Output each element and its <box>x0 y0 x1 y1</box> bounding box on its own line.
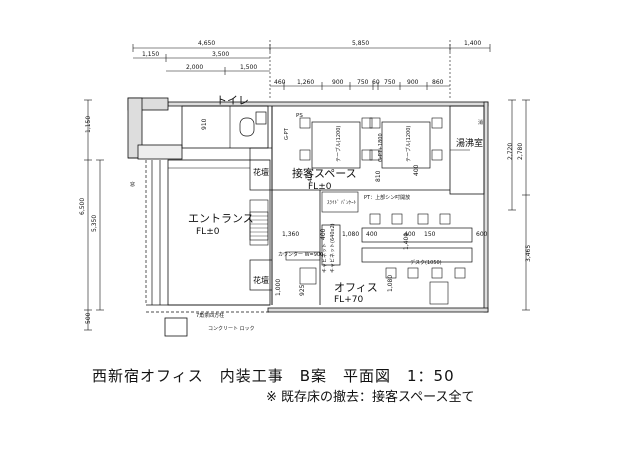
dim-400a: 400 <box>366 231 378 238</box>
label-cabinet: キャビネット <box>321 243 328 273</box>
room-planter1: 花壇 <box>253 167 269 177</box>
drawing-title: 西新宿オフィス 内装工事 B案 平面図 1：50 <box>92 367 455 385</box>
right-dimension-lines <box>508 99 530 311</box>
label-existing-column: 7角茶四方柱 <box>196 312 224 319</box>
room-entrance-fl: FL±0 <box>196 227 220 237</box>
room-reception: 接客スペース <box>292 166 357 180</box>
label-slidebar: ｽﾗｲﾄﾞ ﾊﾟﾝｹｰﾄ <box>327 199 357 206</box>
left-dimension-lines <box>84 99 104 331</box>
label-pt-note: PT：上部シン吋開放 <box>364 194 410 201</box>
dim-600: 600 <box>476 231 488 238</box>
dim-810: 810 <box>375 170 382 182</box>
dim-900b: 900 <box>407 79 419 86</box>
room-planter2: 花壇 <box>253 275 269 285</box>
dim-750b: 750 <box>384 79 396 86</box>
dim-1360: 1,360 <box>282 231 299 238</box>
top-dimension-lines <box>132 40 491 100</box>
label-table1: テーブル(1200) <box>335 126 342 162</box>
dim-900a: 900 <box>332 79 344 86</box>
label-window: 窓 <box>130 181 135 188</box>
room-kitchen: 湯沸室 <box>456 137 483 149</box>
room-office: オフィス <box>334 281 378 294</box>
label-concrete: コンクリート ロック <box>208 326 255 332</box>
dim-1150: 1,150 <box>142 51 159 58</box>
dim-1400: 1,400 <box>403 233 410 250</box>
room-reception-fl: FL±0 <box>308 182 332 192</box>
room-entrance: エントランス <box>188 212 254 225</box>
dim-925: 925 <box>299 284 306 296</box>
label-ps: PS <box>296 113 303 119</box>
dim-left-1150: 1,150 <box>85 116 92 133</box>
dim-1080v: 1,080 <box>387 275 394 292</box>
label-extinguisher: 消 <box>478 119 483 126</box>
dim-1400: 1,400 <box>464 40 481 47</box>
dim-400e: 400 <box>307 170 314 182</box>
dim-150: 150 <box>424 231 436 238</box>
dim-left-5350: 5,350 <box>91 215 98 232</box>
label-desk: デスク(1050) <box>410 259 442 266</box>
dim-4650: 4,650 <box>198 40 215 47</box>
dim-3500: 3,500 <box>212 51 229 58</box>
dim-5850: 5,850 <box>352 40 369 47</box>
label-safe: キャビネット(640x2) <box>329 223 336 273</box>
room-toilet: トイレ <box>216 94 249 107</box>
label-counter: カウンター W=900 <box>278 251 323 258</box>
dim-right-2780: 2,780 <box>517 143 524 160</box>
dim-1000: 1,000 <box>275 279 282 296</box>
dim-1500: 1,500 <box>240 64 257 71</box>
dim-2000: 2,000 <box>186 64 203 71</box>
dim-1260: 1,260 <box>297 79 314 86</box>
label-table2: テーブル(1200) <box>405 126 412 162</box>
dim-left-500: 500 <box>85 312 92 324</box>
dim-460: 460 <box>274 79 286 86</box>
drawing-note: ※ 既存床の撤去：接客スペース全て <box>266 390 475 405</box>
dim-860: 860 <box>432 79 444 86</box>
dim-400c: 400 <box>320 228 327 240</box>
dim-60: 60 <box>372 79 380 86</box>
walls <box>127 97 489 337</box>
dim-750a: 750 <box>357 79 369 86</box>
dim-1080: 1,080 <box>342 231 359 238</box>
dim-left-6500: 6,500 <box>79 198 86 215</box>
dim-400b: 400 <box>404 231 416 238</box>
label-gpt1: G-PT <box>284 127 290 140</box>
dim-right-3465: 3,465 <box>525 245 532 262</box>
room-office-fl: FL+70 <box>334 295 363 305</box>
dim-910: 910 <box>201 118 208 130</box>
dim-400d: 400 <box>413 164 420 176</box>
label-gpt2: G-PT+1800 <box>378 133 384 162</box>
dim-right-2720: 2,720 <box>507 143 514 160</box>
